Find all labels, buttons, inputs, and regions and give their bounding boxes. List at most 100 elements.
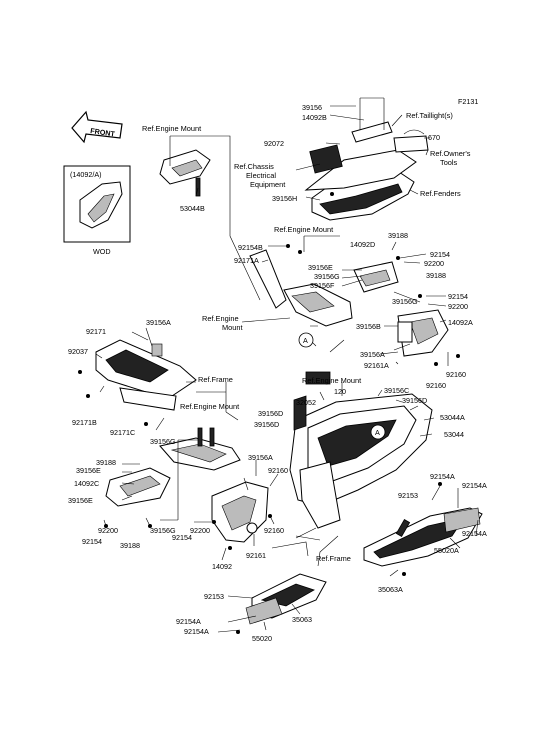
part-label: 39156E xyxy=(68,496,93,505)
engine-mount-bracket xyxy=(159,149,211,197)
part-label: 92171B xyxy=(72,418,97,427)
part-label: 35063A xyxy=(378,585,403,594)
part-label: 39188 xyxy=(120,541,140,550)
part-label: 92200 xyxy=(190,526,210,535)
part-label: 39156 xyxy=(302,103,322,112)
leader-lines xyxy=(95,97,479,633)
part-label: 92171A xyxy=(234,256,259,265)
part-label: 39156E xyxy=(76,466,101,475)
part-label: 39156E xyxy=(308,263,333,272)
part-label: 39156G xyxy=(150,437,176,446)
ref-chassis-electrical: Ref.Chassis Electrical Equipment xyxy=(234,162,285,189)
part-label: 92160 xyxy=(264,526,284,535)
ref-engine-mount-1: Ref.Engine Mount xyxy=(142,124,201,133)
part-label: 92171 xyxy=(86,327,106,336)
fastener-marks xyxy=(78,244,460,634)
part-label: 92154A xyxy=(184,627,209,636)
ref-engine-mount-4: Ref.Engine Mount xyxy=(302,376,361,385)
taillight-lens xyxy=(351,121,393,143)
part-label: 92171C xyxy=(110,428,135,437)
left-footpeg-bracket xyxy=(245,573,327,625)
part-label: 92160 xyxy=(446,370,466,379)
part-label: 14092C xyxy=(74,479,99,488)
ref-engine-mount-3: Ref.Engine Mount xyxy=(202,314,243,332)
part-label: 92154 xyxy=(430,250,450,259)
part-label: 92161 xyxy=(246,551,266,560)
part-label: 92037 xyxy=(68,347,88,356)
center-frame-guard xyxy=(211,481,269,543)
part-label: 53044 xyxy=(444,430,464,439)
inset-caption: WOD xyxy=(93,247,111,256)
part-label: 92154A xyxy=(462,529,487,538)
part-label: 39156A xyxy=(146,318,171,327)
front-label: FRONT xyxy=(90,126,116,138)
part-label: 92160 xyxy=(268,466,288,475)
part-label: 39188 xyxy=(426,271,446,280)
ref-owners-tools: Ref.Owner's Tools xyxy=(430,149,473,167)
part-label: 39188 xyxy=(388,231,408,240)
inset-title: (14092/A) xyxy=(70,170,102,179)
part-label: 39156A xyxy=(360,350,385,359)
part-label: 53044B xyxy=(180,204,205,213)
part-label: 92154A xyxy=(430,472,455,481)
part-label: 92154B xyxy=(238,243,263,252)
electrical-box xyxy=(309,144,343,174)
part-label: 14092A xyxy=(448,318,473,327)
part-label: 39156B xyxy=(356,322,381,331)
figure-code: F2131 xyxy=(458,97,478,106)
part-label: 39156G xyxy=(314,272,340,281)
part-label: 32052 xyxy=(296,398,316,407)
part-labels: 39156 14092B 92072 670 53044B 39156H 921… xyxy=(68,103,487,643)
part-label: 39156G xyxy=(150,526,176,535)
battery-holder-120 xyxy=(305,371,331,385)
part-label: 35063 xyxy=(292,615,312,624)
part-label: 92160 xyxy=(426,381,446,390)
ref-frame-2: Ref.Frame xyxy=(316,554,351,563)
part-label: 39156A xyxy=(248,453,273,462)
right-footpeg-bracket xyxy=(363,507,483,567)
engine-mount-bracket-lower xyxy=(159,427,241,471)
part-label: 39156F xyxy=(310,281,335,290)
owners-tools-bag xyxy=(393,135,429,153)
part-label: 39156H xyxy=(272,194,297,203)
part-label: 92200 xyxy=(448,302,468,311)
part-label: 92154 xyxy=(448,292,468,301)
part-label: 39156D xyxy=(402,396,427,405)
marker-a-left: A xyxy=(298,332,314,348)
ref-engine-mount-2: Ref.Engine Mount xyxy=(274,225,333,234)
left-lower-bracket xyxy=(105,467,171,507)
part-label: 92161A xyxy=(364,361,389,370)
part-label: 120 xyxy=(334,387,346,396)
part-label: 92153 xyxy=(398,491,418,500)
inset-box: (14092/A) WOD xyxy=(63,165,131,256)
part-label: 39156G xyxy=(392,297,418,306)
part-label: 14092 xyxy=(212,562,232,571)
part-label: 55020 xyxy=(252,634,272,643)
svg-text:A: A xyxy=(303,336,308,345)
ref-fenders: Ref.Fenders xyxy=(420,189,461,198)
part-label: 92154 xyxy=(172,533,192,542)
part-label: 14092B xyxy=(302,113,327,122)
part-label: 92200 xyxy=(98,526,118,535)
part-label: 92153 xyxy=(204,592,224,601)
svg-text:A: A xyxy=(375,428,380,437)
marker-a-right: A xyxy=(370,424,386,440)
upper-mid-brackets xyxy=(249,249,449,357)
part-label: 53044A xyxy=(440,413,465,422)
part-label: 55020A xyxy=(434,546,459,555)
part-label: 92154 xyxy=(82,537,102,546)
part-label: 14092D xyxy=(350,240,375,249)
left-subframe xyxy=(95,339,197,411)
part-label: 39188 xyxy=(96,458,116,467)
ref-taillight: Ref.Taillight(s) xyxy=(406,111,453,120)
part-label: 92154A xyxy=(176,617,201,626)
main-frame xyxy=(289,371,433,529)
part-label: 92072 xyxy=(264,139,284,148)
part-label: 92200 xyxy=(424,259,444,268)
part-label: 670 xyxy=(428,133,440,142)
rear-fender-assembly xyxy=(304,121,429,221)
front-arrow-icon: FRONT xyxy=(71,110,123,144)
ref-engine-mount-5: Ref.Engine Mount xyxy=(180,402,239,411)
